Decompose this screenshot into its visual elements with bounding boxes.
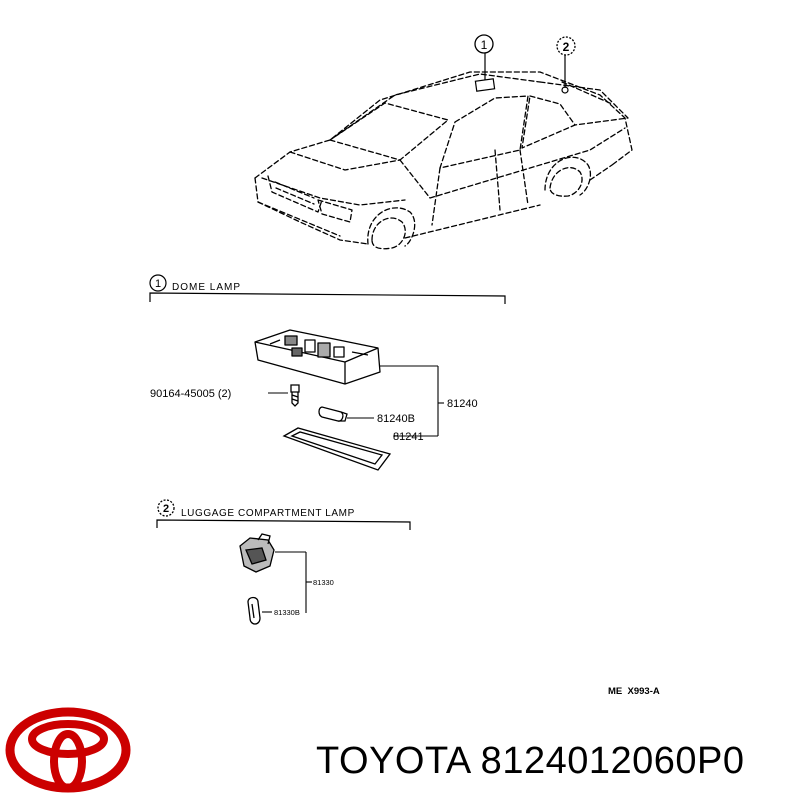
callout-2: 2 xyxy=(556,36,576,56)
diagram-reference: ME X993-A xyxy=(608,686,660,697)
part-81240b-label: 81240B xyxy=(377,413,415,425)
section-1-title: DOME LAMP xyxy=(172,282,241,293)
section-2-number: 2 xyxy=(163,503,169,515)
section-luggage-lamp: 2 LUGGAGE COMPARTMENT LAMP xyxy=(156,499,411,530)
product-caption: TOYOTA 8124012060P0 xyxy=(316,740,745,782)
luggage-leader-lines xyxy=(262,551,312,613)
dome-lamp-housing xyxy=(254,329,381,385)
car-illustration xyxy=(254,71,633,250)
section-dome-lamp: 1 DOME LAMP xyxy=(149,274,506,304)
luggage-bulb-part xyxy=(247,596,261,625)
toyota-logo xyxy=(5,707,131,793)
part-81241-label: 81241 xyxy=(393,431,424,443)
callout-1: 1 xyxy=(474,34,494,54)
dome-bulb-part xyxy=(318,406,348,422)
part-81240-label: 81240 xyxy=(447,398,478,410)
dome-lens-part xyxy=(282,427,392,471)
callout-2-label: 2 xyxy=(563,40,570,54)
dome-leader-lines xyxy=(268,365,444,437)
section-2-bracket xyxy=(156,519,411,530)
section-2-title: LUGGAGE COMPARTMENT LAMP xyxy=(181,508,355,519)
dome-lamp-location-marker xyxy=(474,78,496,92)
screw-part xyxy=(290,384,300,407)
section-1-bracket xyxy=(149,292,506,304)
section-1-number: 1 xyxy=(155,278,161,290)
part-81330-label: 81330 xyxy=(313,578,334,587)
callout-1-label: 1 xyxy=(481,38,488,52)
part-screw-label: 90164-45005 (2) xyxy=(150,388,231,400)
luggage-lamp-socket-part xyxy=(239,533,275,573)
part-81330b-label: 81330B xyxy=(274,608,300,617)
